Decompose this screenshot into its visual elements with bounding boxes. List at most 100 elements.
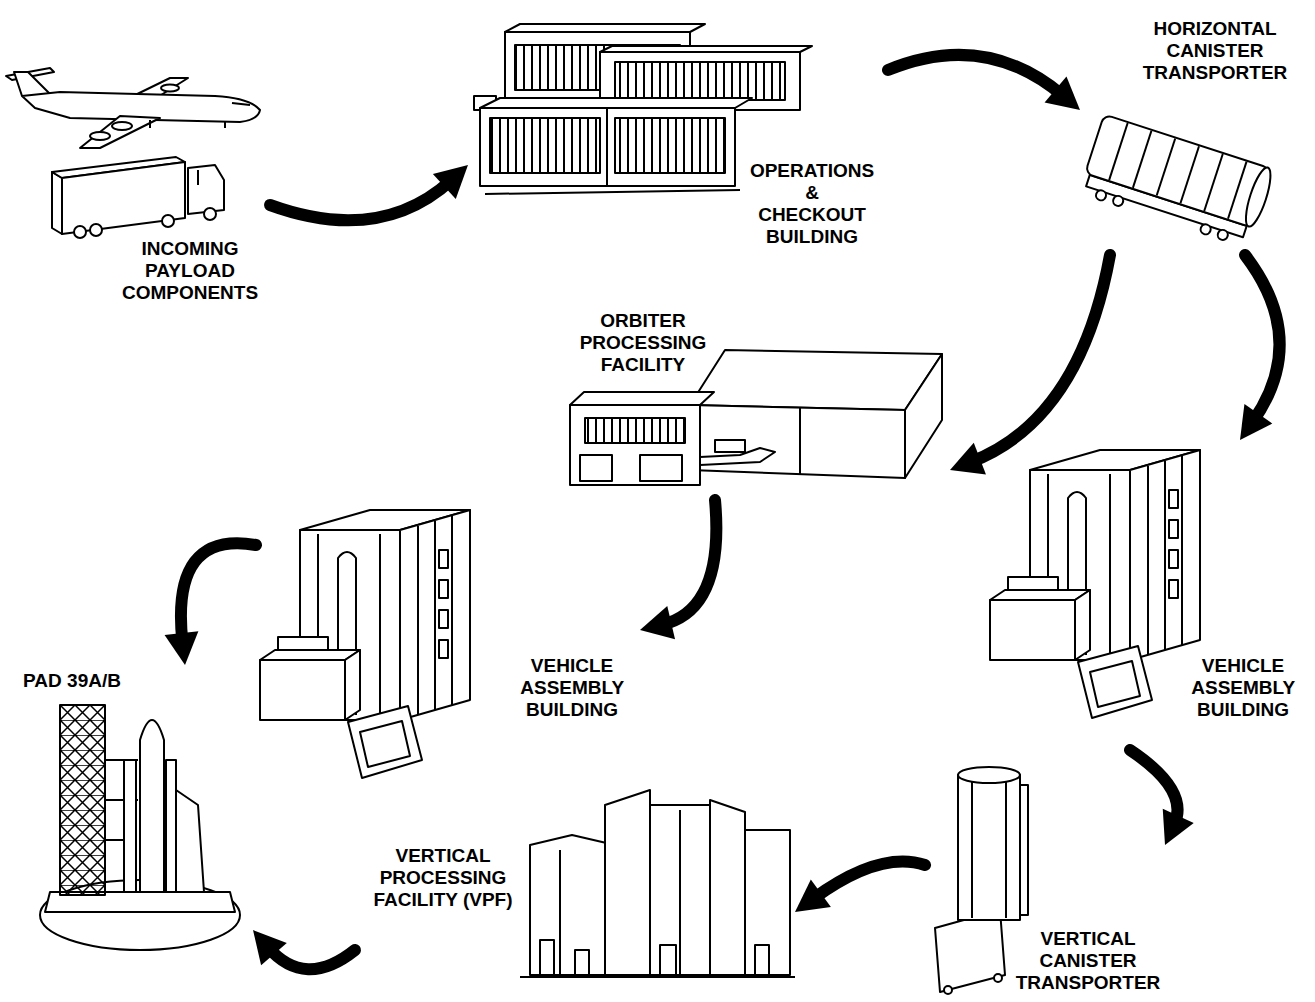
- arrow-head: [640, 606, 675, 639]
- orbiter-facility: [570, 392, 714, 405]
- horizontal-canister: [1216, 229, 1229, 242]
- horizontal-canister: [1180, 146, 1199, 203]
- truck: [52, 157, 224, 238]
- vertical-facility: [605, 790, 650, 975]
- checkout-building: [490, 118, 600, 173]
- arrow-line: [268, 947, 355, 969]
- checkout-building: [615, 62, 785, 100]
- cargo-plane: [224, 121, 226, 128]
- facility-label: PAD 39A/B: [23, 670, 121, 692]
- orbiter-facility: [640, 455, 682, 481]
- horizontal-canister: [1157, 139, 1176, 196]
- cargo-plane: [232, 103, 250, 105]
- cargo-plane: [161, 85, 179, 92]
- vertical-facility: [650, 805, 710, 975]
- orbiter-facility: [799, 408, 801, 475]
- facility-label: HORIZONTAL CANISTER TRANSPORTER: [1143, 18, 1288, 84]
- orbiter-facility: [905, 354, 942, 478]
- vertical-facility: [520, 976, 795, 978]
- arrow-head: [795, 879, 831, 912]
- horizontal-canister: [1204, 154, 1223, 211]
- truck: [90, 224, 102, 236]
- orbiter-facility: [715, 440, 745, 452]
- orbiter-facility: [690, 350, 942, 410]
- flow-arrow: [888, 55, 1080, 110]
- facility-node: OPERATIONS & CHECKOUT BUILDING: [468, 18, 888, 254]
- vertical-canister: [935, 910, 1005, 992]
- horizontal-canister: [1112, 195, 1125, 208]
- arrow-head: [1163, 809, 1194, 845]
- cargo-plane: [6, 68, 260, 148]
- checkout-building: [606, 108, 608, 186]
- arrow-head: [1240, 404, 1272, 440]
- vertical-facility: [559, 850, 561, 975]
- facility-node: VERTICAL CANISTER TRANSPORTER: [925, 755, 1165, 998]
- launch-pad: [40, 705, 240, 950]
- checkout-building: [485, 190, 740, 194]
- cargo-plane: [149, 120, 151, 128]
- flow-arrow: [165, 543, 256, 665]
- vertical-canister: [1005, 782, 1007, 918]
- truck: [204, 208, 216, 220]
- vertical-facility: [520, 790, 795, 977]
- orbiter-facility: [690, 405, 905, 478]
- truck: [74, 226, 86, 238]
- orbiter-facility: [585, 418, 685, 443]
- flow-arrow: [640, 500, 716, 639]
- orbiter-facility: [570, 405, 700, 485]
- flow-arrow: [795, 861, 925, 912]
- truck: [162, 215, 174, 227]
- facility-node: VERTICAL PROCESSING FACILITY (VPF): [355, 787, 795, 980]
- assembly-building: [260, 450, 1200, 778]
- vertical-canister: [935, 767, 1028, 994]
- arrow-head: [1045, 76, 1080, 110]
- facility-label: INCOMING PAYLOAD COMPONENTS: [122, 238, 258, 304]
- launch-pad: [176, 790, 204, 892]
- flow-arrow: [253, 930, 355, 969]
- vertical-canister: [994, 974, 1002, 982]
- vertical-facility: [755, 945, 769, 975]
- arrow-head: [165, 631, 199, 665]
- checkout-building: [480, 108, 735, 186]
- launch-pad: [124, 760, 136, 892]
- cargo-plane: [14, 72, 50, 96]
- horizontal-canister: [1109, 123, 1128, 180]
- arrow-line: [888, 55, 1063, 96]
- facility-node: PAD 39A/B: [8, 665, 253, 965]
- facility-node: VEHICLE ASSEMBLY BUILDING: [975, 440, 1310, 750]
- vertical-canister: [944, 986, 952, 994]
- horizontal-canister: [1241, 165, 1275, 229]
- cargo-plane: [80, 116, 160, 148]
- horizontal-canister: [1199, 223, 1212, 236]
- assembly-building: [260, 510, 470, 778]
- horizontal-canister: [1085, 114, 1271, 227]
- checkout-building: [480, 98, 752, 108]
- facility-node: ORBITER PROCESSING FACILITY: [560, 305, 950, 500]
- facility-node: HORIZONTAL CANISTER TRANSPORTER: [1080, 12, 1305, 255]
- arrow-line: [813, 861, 925, 898]
- vertical-facility: [745, 830, 790, 975]
- arrow-line: [270, 180, 451, 220]
- launch-pad: [60, 705, 105, 895]
- vertical-canister: [971, 782, 973, 918]
- checkout-building: [505, 24, 705, 32]
- vertical-canister: [958, 767, 1020, 783]
- checkout-building: [615, 118, 725, 173]
- flow-arrow: [1240, 255, 1280, 440]
- cargo-plane: [90, 132, 110, 140]
- vertical-facility: [679, 810, 681, 975]
- truck: [62, 162, 185, 234]
- facility-label: VERTICAL CANISTER TRANSPORTER: [1016, 928, 1161, 994]
- facility-node: VEHICLE ASSEMBLY BUILDING: [256, 505, 640, 785]
- arrow-line: [662, 500, 717, 625]
- cargo-plane: [112, 122, 132, 130]
- facility-label: OPERATIONS & CHECKOUT BUILDING: [750, 160, 874, 248]
- vertical-facility: [540, 940, 554, 975]
- vertical-facility: [710, 800, 745, 975]
- vertical-facility: [660, 945, 676, 975]
- truck: [188, 165, 224, 214]
- horizontal-canister: [1133, 131, 1152, 188]
- truck: [197, 170, 199, 185]
